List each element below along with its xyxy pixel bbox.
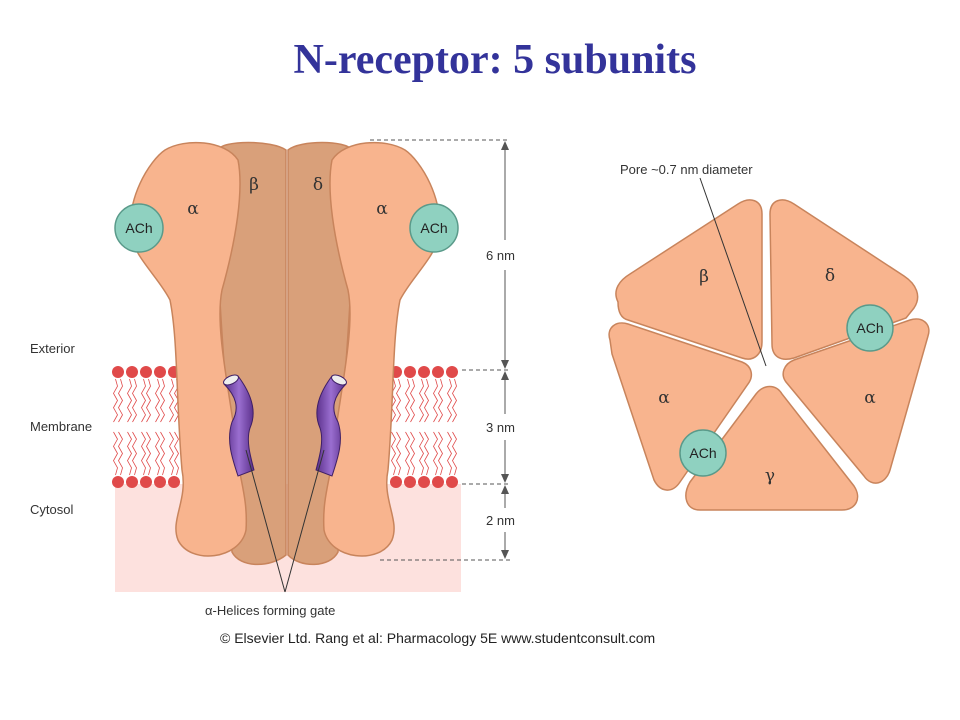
lipid-tail bbox=[146, 378, 151, 423]
lipid-tail bbox=[405, 431, 410, 476]
lipid-head bbox=[112, 366, 124, 378]
lipid-tail bbox=[410, 431, 415, 476]
lipid-tail bbox=[127, 378, 132, 423]
lipid-tail bbox=[391, 431, 396, 476]
lipid-tail bbox=[174, 431, 179, 476]
lipid-tail bbox=[438, 378, 443, 423]
lipid-tail bbox=[155, 378, 160, 423]
dimension-3nm: 3 nm bbox=[486, 420, 515, 435]
top-view: ACh ACh β δ α α γ Pore ~0.7 nm diameter bbox=[608, 162, 930, 511]
lipid-tail bbox=[127, 431, 132, 476]
top-alpha-right-subunit bbox=[782, 318, 930, 484]
dimension-6nm: 6 nm bbox=[486, 248, 515, 263]
lipid-head bbox=[432, 476, 444, 488]
lipid-head bbox=[168, 476, 180, 488]
lipid-tail bbox=[447, 378, 452, 423]
gate-helix-left-cap bbox=[223, 374, 239, 386]
lipid-tail bbox=[419, 431, 424, 476]
top-ach-label-right: ACh bbox=[856, 320, 883, 336]
side-alpha-right-label: α bbox=[376, 199, 388, 219]
lipid-tail bbox=[424, 378, 429, 423]
lipid-head bbox=[446, 476, 458, 488]
dimension-arrowheads bbox=[501, 141, 509, 559]
lipid-tail bbox=[169, 378, 174, 423]
side-view: ACh ACh α β δ α Exterior Membrane Cytoso… bbox=[30, 139, 515, 618]
alpha-subunit-right bbox=[322, 141, 441, 557]
side-beta-label: β bbox=[249, 175, 259, 195]
lipid-tail bbox=[452, 431, 457, 476]
lipid-tail bbox=[452, 378, 457, 423]
lipid-tail bbox=[118, 378, 123, 423]
gate-label: α-Helices forming gate bbox=[205, 603, 335, 618]
side-delta-label: δ bbox=[313, 175, 323, 195]
lipid-head bbox=[112, 476, 124, 488]
top-alpha-right-label: α bbox=[864, 388, 876, 408]
top-ach-site-right bbox=[846, 304, 894, 352]
membrane-label: Membrane bbox=[30, 419, 92, 434]
lipid-tail bbox=[118, 431, 123, 476]
lipid-head bbox=[126, 366, 138, 378]
lipid-head bbox=[404, 366, 416, 378]
side-alpha-left-label: α bbox=[187, 199, 199, 219]
lipid-head bbox=[140, 366, 152, 378]
top-ach-label-left: ACh bbox=[689, 445, 716, 461]
lipid-tail bbox=[146, 431, 151, 476]
copyright-credit: © Elsevier Ltd. Rang et al: Pharmacology… bbox=[220, 630, 655, 646]
lipid-head bbox=[154, 476, 166, 488]
gate-leader-lines bbox=[245, 449, 325, 593]
dimension-guides bbox=[370, 139, 510, 561]
lipid-tail bbox=[433, 378, 438, 423]
top-beta-subunit bbox=[615, 199, 763, 360]
top-beta-label: β bbox=[699, 267, 709, 287]
lipid-tail bbox=[391, 378, 396, 423]
lipid-tail bbox=[447, 431, 452, 476]
top-gamma-label: γ bbox=[765, 466, 775, 486]
lipid-tail bbox=[113, 378, 118, 423]
top-alpha-left-label: α bbox=[658, 388, 670, 408]
lipid-tail bbox=[132, 431, 137, 476]
alpha-subunit-left bbox=[129, 141, 248, 557]
lipid-head bbox=[140, 476, 152, 488]
lipid-tail bbox=[113, 431, 118, 476]
lipid-tail bbox=[396, 431, 401, 476]
lipid-tail bbox=[438, 431, 443, 476]
gate-helix-right-cap bbox=[331, 374, 347, 386]
lipid-tail bbox=[141, 378, 146, 423]
lipid-tail bbox=[424, 431, 429, 476]
lipid-head bbox=[154, 366, 166, 378]
top-alpha-left-subunit bbox=[608, 322, 753, 491]
top-gamma-subunit bbox=[685, 385, 859, 511]
ach-site-right bbox=[409, 203, 459, 253]
lipid-tail bbox=[160, 378, 165, 423]
lipid-head bbox=[126, 476, 138, 488]
lipid-tail bbox=[419, 378, 424, 423]
lipid-head bbox=[418, 366, 430, 378]
ach-label-left: ACh bbox=[125, 220, 152, 236]
lipid-tail bbox=[405, 378, 410, 423]
lipid-tail bbox=[160, 431, 165, 476]
page-title: N-receptor: 5 subunits bbox=[293, 37, 697, 83]
lipid-head bbox=[390, 476, 402, 488]
lipid-tail bbox=[169, 431, 174, 476]
lipid-head bbox=[432, 366, 444, 378]
lipid-tail bbox=[433, 431, 438, 476]
lipid-tail bbox=[410, 378, 415, 423]
top-ach-site-left bbox=[679, 429, 727, 477]
exterior-label: Exterior bbox=[30, 341, 75, 356]
lipid-tail bbox=[155, 431, 160, 476]
dimension-2nm: 2 nm bbox=[486, 513, 515, 528]
top-delta-label: δ bbox=[825, 266, 835, 286]
lipid-tail bbox=[141, 431, 146, 476]
ach-site-left bbox=[114, 203, 164, 253]
lipid-head bbox=[418, 476, 430, 488]
lipid-head bbox=[446, 366, 458, 378]
cytosol-label: Cytosol bbox=[30, 502, 73, 517]
lipid-tail bbox=[396, 378, 401, 423]
pore-leader-line bbox=[699, 177, 767, 367]
lipid-head bbox=[404, 476, 416, 488]
lipid-tail bbox=[132, 378, 137, 423]
pore-label: Pore ~0.7 nm diameter bbox=[620, 162, 753, 177]
ach-label-right: ACh bbox=[420, 220, 447, 236]
